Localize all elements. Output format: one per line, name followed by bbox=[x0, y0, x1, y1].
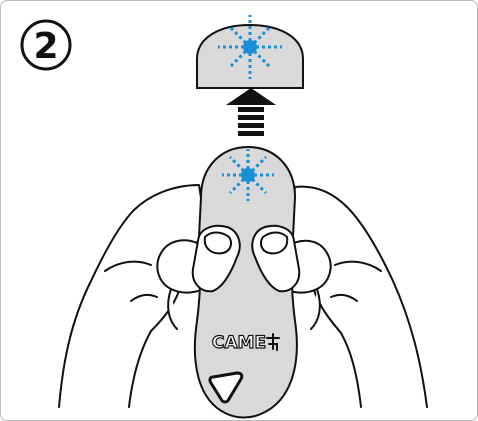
came-brand-label: CAME bbox=[212, 333, 266, 353]
right-hand bbox=[281, 187, 427, 407]
step-number-badge: 2 bbox=[22, 21, 70, 69]
left-hand bbox=[59, 185, 207, 407]
remote-top-cap bbox=[197, 15, 303, 88]
push-up-arrow-icon bbox=[226, 88, 276, 136]
step-number: 2 bbox=[33, 26, 58, 67]
